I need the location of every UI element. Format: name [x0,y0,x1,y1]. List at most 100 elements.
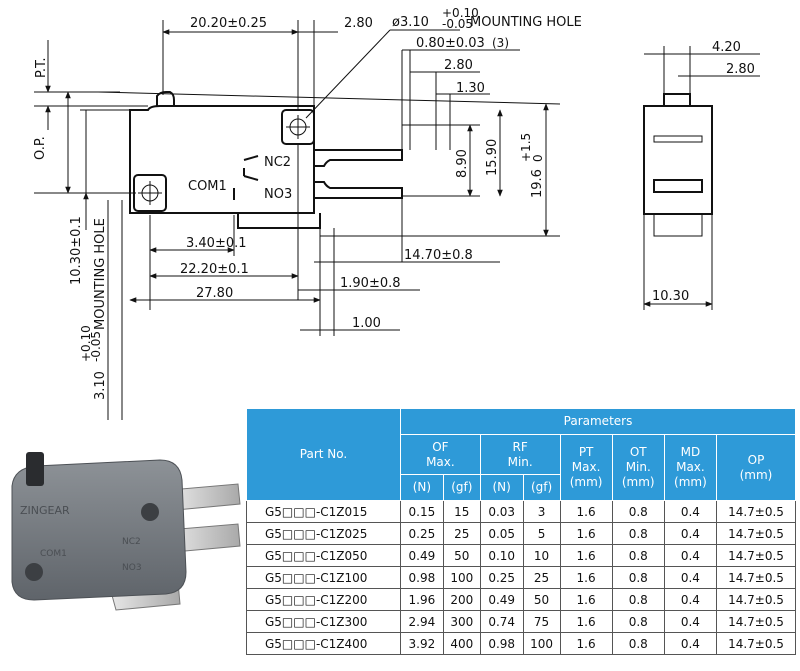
cell-op: 14.7±0.5 [716,522,796,545]
table-row: G5□□□-C1Z050 0.49 50 0.10 10 1.6 0.8 0.4… [246,544,796,567]
cell-of-n: 0.25 [400,522,444,545]
cell-ot: 0.8 [611,632,665,655]
dim-mount-main: ø3.10 [392,15,429,30]
header-op: OP(mm) [716,434,796,501]
front-view: COM1 NC2 NO3 [97,91,561,229]
label-nc: NC2 [264,155,291,170]
side-view: 10.30 4.20 2.80 [643,40,760,310]
dim-op: O.P. [33,136,48,160]
header-op-unit: (mm) [739,467,773,482]
cell-op: 14.7±0.5 [716,566,796,589]
cell-ot: 0.8 [611,522,665,545]
unit-rf-gf: (gf) [522,474,561,501]
dim-20-20: 20.20±0.25 [190,16,267,31]
dim-10-30-side: 10.30 [652,289,689,304]
cell-pt: 1.6 [559,632,613,655]
header-ot-label: OT [629,445,647,459]
cell-rf-gf: 3 [522,500,561,523]
cell-part: G5□□□-C1Z400 [246,632,401,655]
dim-0-80: 0.80±0.03 [416,36,485,51]
cell-rf-n: 0.49 [479,588,524,611]
cell-of-gf: 400 [442,632,481,655]
table-row: G5□□□-C1Z025 0.25 25 0.05 5 1.6 0.8 0.4 … [246,522,796,545]
table-row: G5□□□-C1Z200 1.96 200 0.49 50 1.6 0.8 0.… [246,588,796,611]
cell-pt: 1.6 [559,566,613,589]
cell-of-n: 0.98 [400,566,444,589]
dim-0-80-note: (3) [492,36,509,50]
cell-md: 0.4 [663,566,718,589]
cell-of-gf: 300 [442,610,481,633]
cell-of-gf: 50 [442,544,481,567]
cell-md: 0.4 [663,588,718,611]
header-pt-label: PT [578,445,594,459]
dim-4-20: 4.20 [712,40,741,55]
cell-rf-gf: 100 [522,632,561,655]
cell-md: 0.4 [663,500,718,523]
cell-pt: 1.6 [559,500,613,523]
cell-rf-n: 0.74 [479,610,524,633]
cell-of-gf: 200 [442,588,481,611]
cell-op: 14.7±0.5 [716,544,796,567]
dim-8-90: 8.90 [455,149,470,178]
product-photo: ZINGEAR COM1 NC2 NO3 [11,452,241,611]
cell-ot: 0.8 [611,588,665,611]
dim-22-20: 22.20±0.1 [180,262,249,277]
cell-rf-gf: 10 [522,544,561,567]
cell-md: 0.4 [663,610,718,633]
cell-pt: 1.6 [559,544,613,567]
cell-of-gf: 25 [442,522,481,545]
dim-19-6: 19.6 [530,169,545,198]
header-of-sub: Max. [426,454,455,469]
cell-part: G5□□□-C1Z100 [246,566,401,589]
cell-pt: 1.6 [559,522,613,545]
cell-part: G5□□□-C1Z015 [246,500,401,523]
header-op-label: OP [747,452,765,467]
unit-rf-n: (N) [479,474,524,501]
dim-mount-v-tol-up: +0.10 [79,325,93,362]
table-row: G5□□□-C1Z100 0.98 100 0.25 25 1.6 0.8 0.… [246,566,796,589]
cell-ot: 0.8 [611,610,665,633]
dim-1-90: 1.90±0.8 [340,276,401,291]
table-row: G5□□□-C1Z015 0.15 15 0.03 3 1.6 0.8 0.4 … [246,500,796,523]
cell-of-n: 0.15 [400,500,444,523]
cell-rf-n: 0.98 [479,632,524,655]
dim-mount-v-label: MOUNTING HOLE [93,218,108,330]
cell-part: G5□□□-C1Z050 [246,544,401,567]
dim-10-30-v: 10.30±0.1 [69,216,84,285]
header-md-sub: Max. [676,460,705,474]
dim-2-80-side: 2.80 [726,62,755,77]
cell-op: 14.7±0.5 [716,588,796,611]
header-rf-sub: Min. [507,454,533,469]
cell-md: 0.4 [663,544,718,567]
dim-pt: P.T. [34,58,49,78]
cell-op: 14.7±0.5 [716,500,796,523]
dim-27-80: 27.80 [196,286,233,301]
cell-pt: 1.6 [559,588,613,611]
dim-2-80-mid: 2.80 [444,58,473,73]
header-part-no: Part No. [246,408,401,501]
cell-of-n: 3.92 [400,632,444,655]
cell-rf-gf: 25 [522,566,561,589]
label-com: COM1 [188,179,227,194]
cell-md: 0.4 [663,522,718,545]
header-rf-label: RF [512,439,528,454]
dim-14-70: 14.70±0.8 [404,248,473,263]
cell-op: 14.7±0.5 [716,632,796,655]
dim-2-80-top: 2.80 [344,16,373,31]
cell-md: 0.4 [663,632,718,655]
photo-nc: NC2 [122,537,141,547]
cell-ot: 0.8 [611,544,665,567]
photo-brand: ZINGEAR [20,504,70,517]
dim-1-30: 1.30 [456,81,485,96]
cell-part: G5□□□-C1Z025 [246,522,401,545]
dim-3-40: 3.40±0.1 [186,236,247,251]
header-of-label: OF [432,439,449,454]
cell-of-gf: 15 [442,500,481,523]
header-ot-sub: Min. [625,460,651,474]
header-pt-unit: (mm) [569,475,603,489]
header-ot-unit: (mm) [621,475,655,489]
